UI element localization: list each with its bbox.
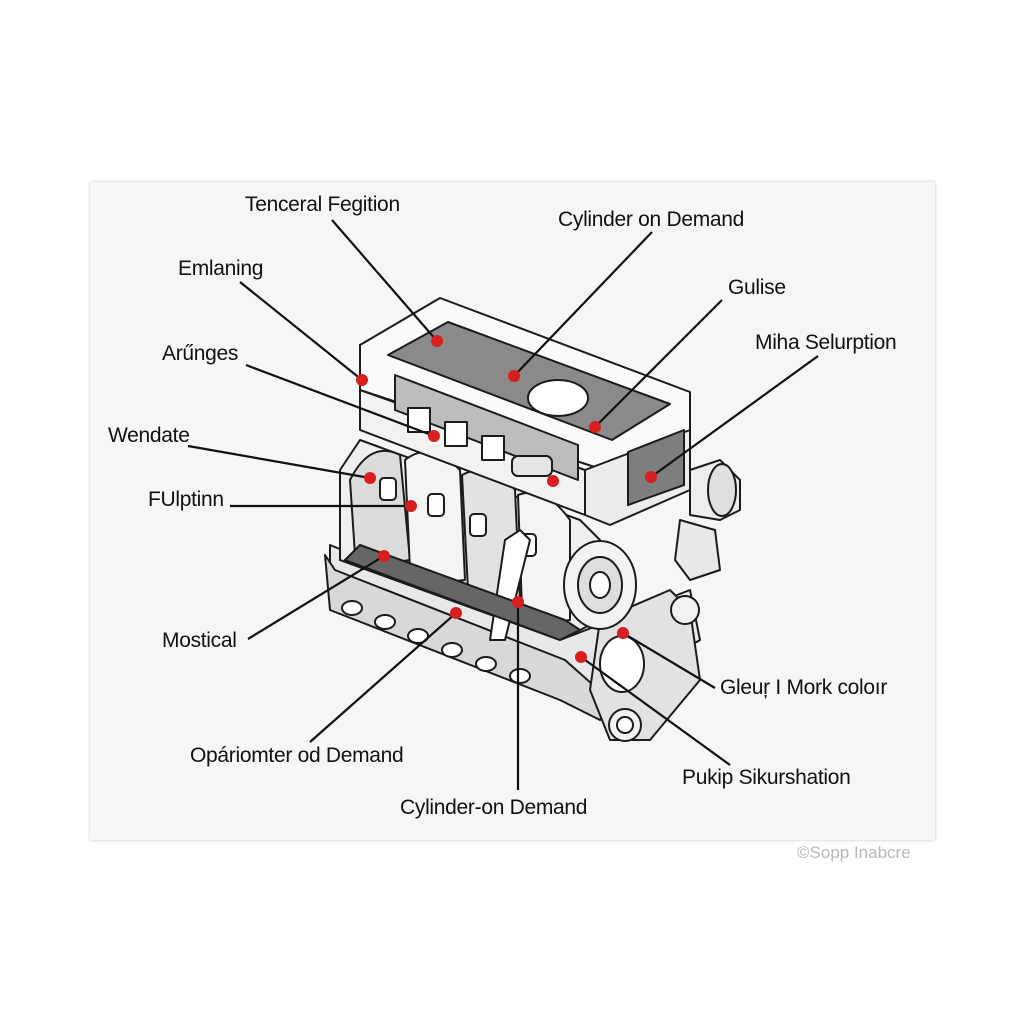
label-gulise: Gulise — [728, 276, 786, 299]
markers — [356, 335, 657, 663]
label-cylinder-on-demand-bottom: Cylinder-on Demand — [400, 796, 587, 819]
watermark: ©Sopp Inabcre — [797, 843, 911, 862]
side-bolt — [670, 595, 700, 625]
marker-dot — [575, 651, 587, 663]
label-fulptinn: FUlptinn — [148, 488, 224, 511]
callout-labels: Tenceral Fegition Cylinder on Demand Eml… — [108, 193, 897, 819]
marker-dot — [508, 370, 520, 382]
marker-dot — [428, 430, 440, 442]
front-pulley — [563, 540, 637, 630]
marker-dot — [512, 596, 524, 608]
marker-dot — [405, 500, 417, 512]
mount-port — [599, 635, 645, 693]
marker-dot — [645, 471, 657, 483]
label-mostical: Mostical — [162, 629, 237, 652]
label-cylinder-on-demand-top: Cylinder on Demand — [558, 208, 744, 231]
label-pukip-sikurshation: Pukip Sikurshation — [682, 766, 851, 789]
marker-dot — [364, 472, 376, 484]
label-miha-selurption: Miha Selurption — [755, 331, 896, 354]
marker-dot — [356, 374, 368, 386]
marker-dot — [378, 550, 390, 562]
marker-dot — [547, 475, 559, 487]
base-strip — [344, 544, 581, 641]
marker-dot — [617, 627, 629, 639]
label-wendate: Wendate — [108, 424, 190, 447]
label-emlaning: Emlaning — [178, 257, 263, 280]
label-gleur-mork-colour: Gleuŗ I Mork coloır — [720, 676, 887, 699]
pan-lugs — [341, 600, 531, 684]
marker-dot — [431, 335, 443, 347]
label-tenceral-fegition: Tenceral Fegition — [245, 193, 400, 216]
label-arlnges: Arűnges — [162, 342, 238, 365]
label-opariomter-od-demand: Opáriomter od Demand — [190, 744, 403, 767]
marker-dot — [450, 607, 462, 619]
marker-dot — [589, 421, 601, 433]
oil-cap — [527, 379, 589, 417]
side-mount — [589, 589, 701, 741]
leader-lines — [187, 219, 819, 790]
